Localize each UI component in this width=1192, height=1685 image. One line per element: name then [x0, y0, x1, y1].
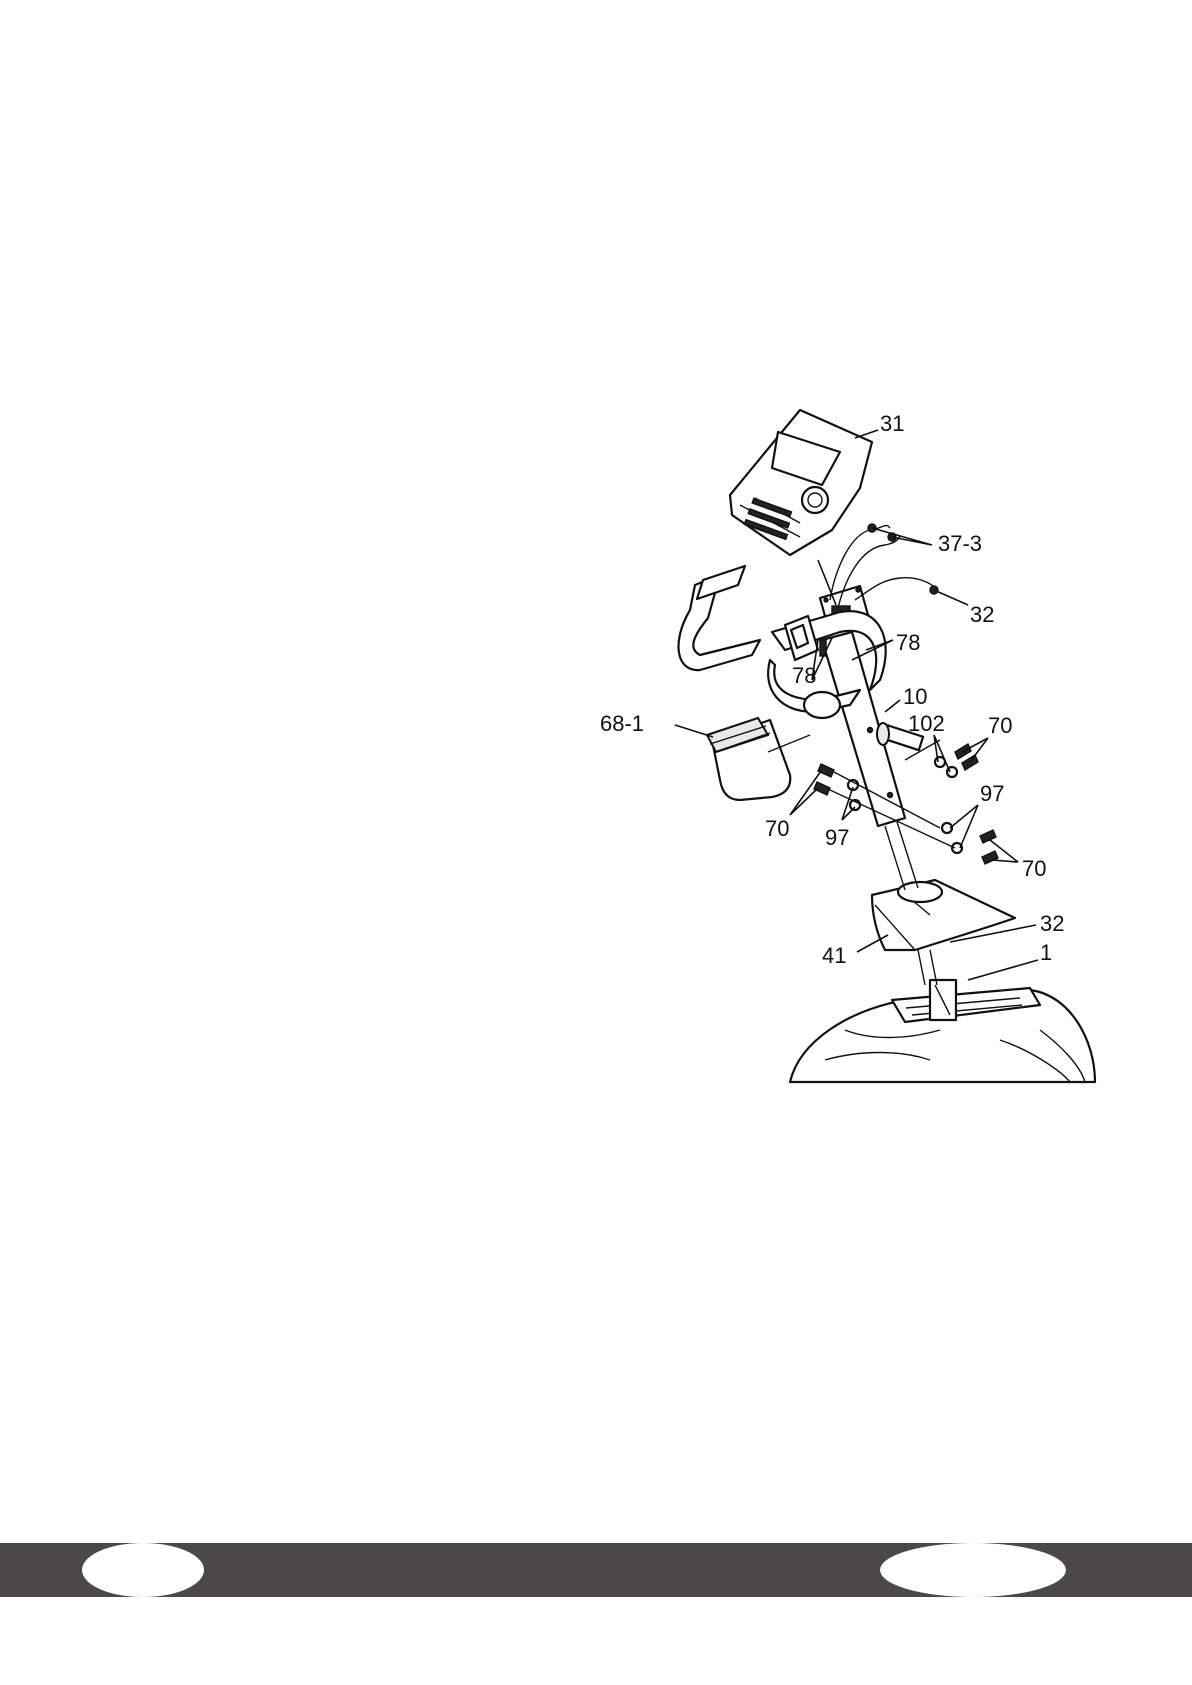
- callout-32-top: 32: [970, 602, 994, 627]
- main-frame-housing: [790, 980, 1095, 1082]
- callout-1: 1: [1040, 940, 1052, 965]
- callout-70-left: 70: [765, 816, 789, 841]
- callout-97-right: 97: [980, 781, 1004, 806]
- stem-shroud-cover: [872, 880, 1015, 950]
- callout-68-1: 68-1: [600, 711, 644, 736]
- callout-78-right: 78: [896, 630, 920, 655]
- callout-41: 41: [822, 943, 846, 968]
- water-bottle: [707, 718, 810, 800]
- left-page-number-oval: [82, 1543, 204, 1597]
- computer-console: [730, 410, 872, 555]
- right-page-number-oval: [880, 1543, 1066, 1597]
- callout-10: 10: [903, 684, 927, 709]
- callout-70-bottom: 70: [1022, 856, 1046, 881]
- callout-31: 31: [880, 411, 904, 436]
- callout-70-top: 70: [988, 713, 1012, 738]
- callout-32-bottom: 32: [1040, 911, 1064, 936]
- callout-37-3: 37-3: [938, 531, 982, 556]
- callout-78-left: 78: [792, 663, 816, 688]
- callout-102: 102: [908, 711, 945, 736]
- callout-97-left: 97: [825, 825, 849, 850]
